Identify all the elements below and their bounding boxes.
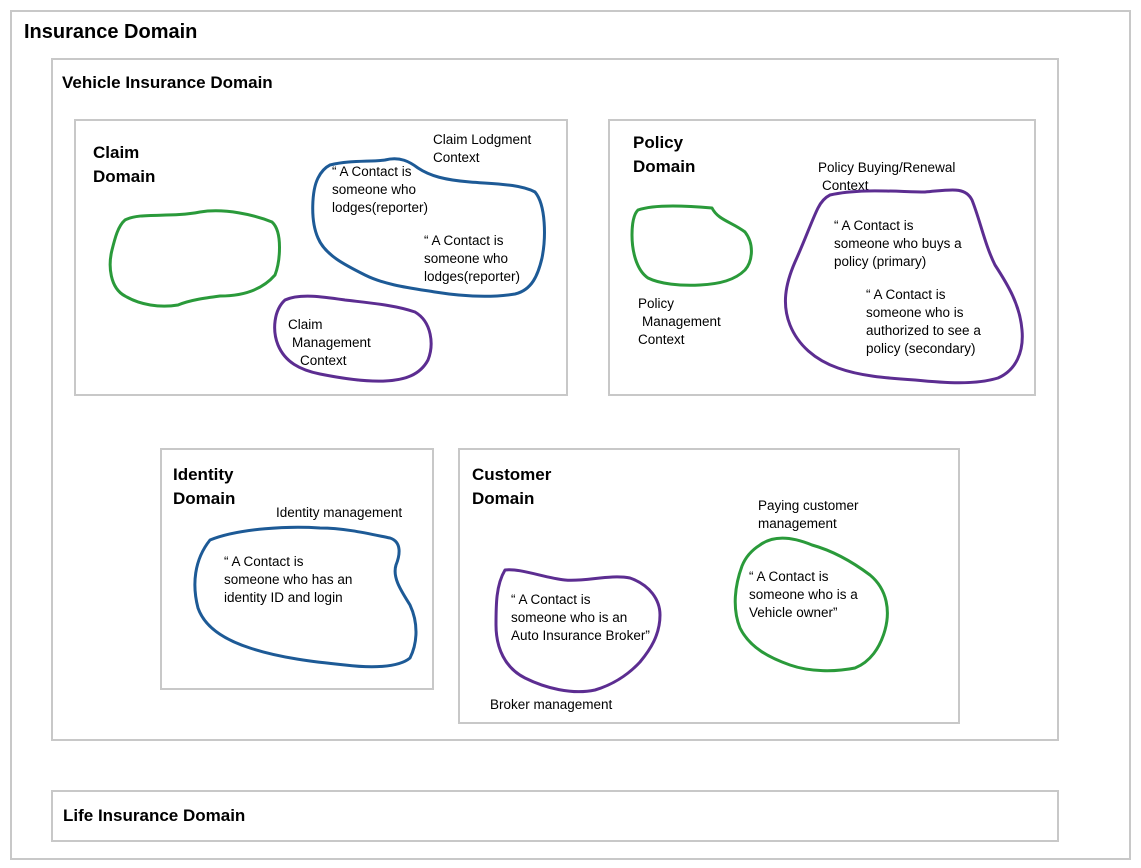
- identity-domain-title-line2: Domain: [173, 489, 236, 508]
- policy-buying-quote-2-line1: “ A Contact is: [866, 287, 946, 302]
- policy-management-context-line1: Policy: [638, 296, 675, 311]
- claim-lodgment-quote-2: “ A Contact is someone who lodges(report…: [424, 232, 520, 286]
- claim-lodgment-quote-1-line1: “ A Contact is: [332, 164, 412, 179]
- customer-domain-title-line1: Customer: [472, 465, 552, 484]
- insurance-domain-box: [10, 10, 1131, 860]
- policy-management-context-line3: Context: [638, 332, 685, 347]
- customer-domain-title: Customer Domain: [472, 463, 551, 511]
- policy-buying-quote-1-line1: “ A Contact is: [834, 218, 914, 233]
- policy-buying-quote-1-line3: policy (primary): [834, 254, 927, 269]
- broker-quote: “ A Contact is someone who is an Auto In…: [511, 591, 650, 645]
- claim-domain-title-line2: Domain: [93, 167, 156, 186]
- policy-buying-context-label: Policy Buying/Renewal Context: [818, 159, 955, 195]
- policy-domain-title-line2: Domain: [633, 157, 696, 176]
- policy-management-context-label: Policy Management Context: [638, 295, 721, 349]
- paying-customer-quote: “ A Contact is someone who is a Vehicle …: [749, 568, 858, 622]
- claim-lodgment-context-line1: Claim Lodgment: [433, 132, 532, 147]
- identity-quote: “ A Contact is someone who has an identi…: [224, 553, 352, 607]
- policy-buying-quote-1: “ A Contact is someone who buys a policy…: [834, 217, 962, 271]
- identity-management-context-label: Identity management: [276, 505, 403, 520]
- policy-buying-quote-2-line3: authorized to see a: [866, 323, 981, 338]
- insurance-domain-title: Insurance Domain: [24, 21, 198, 43]
- claim-management-context-line3: Context: [300, 353, 347, 368]
- claim-lodgment-quote-1-line2: someone who: [332, 182, 417, 197]
- claim-lodgment-quote-1: “ A Contact is someone who lodges(report…: [332, 163, 428, 217]
- paying-customer-quote-line1: “ A Contact is: [749, 569, 829, 584]
- claim-management-context-line2: Management: [292, 335, 371, 350]
- identity-domain-title-line1: Identity: [173, 465, 234, 484]
- claim-lodgment-context-line2: Context: [433, 150, 480, 165]
- policy-domain-title-line1: Policy: [633, 133, 684, 152]
- identity-quote-line3: identity ID and login: [224, 590, 343, 605]
- policy-buying-quote-1-line2: someone who buys a: [834, 236, 962, 251]
- broker-quote-line1: “ A Contact is: [511, 592, 591, 607]
- life-insurance-domain-title: Life Insurance Domain: [63, 806, 246, 825]
- claim-domain-title: Claim Domain: [93, 141, 155, 189]
- policy-domain-title: Policy Domain: [633, 131, 695, 179]
- claim-lodgment-quote-2-line3: lodges(reporter): [424, 269, 521, 284]
- paying-customer-context-line1: Paying customer: [758, 498, 859, 513]
- claim-management-context-label: Claim Management Context: [288, 316, 371, 370]
- vehicle-insurance-domain-title: Vehicle Insurance Domain: [62, 73, 273, 92]
- policy-buying-quote-2: “ A Contact is someone who is authorized…: [866, 286, 981, 358]
- claim-lodgment-quote-2-line1: “ A Contact is: [424, 233, 504, 248]
- identity-quote-line2: someone who has an: [224, 572, 353, 587]
- claim-lodgment-quote-1-line3: lodges(reporter): [332, 200, 429, 215]
- broker-management-context-label: Broker management: [490, 697, 613, 712]
- broker-quote-line2: someone who is an: [511, 610, 628, 625]
- broker-quote-line3: Auto Insurance Broker”: [511, 628, 650, 643]
- policy-buying-context-line2: Context: [822, 178, 869, 193]
- claim-management-context-line1: Claim: [288, 317, 323, 332]
- paying-customer-quote-line3: Vehicle owner”: [749, 605, 838, 620]
- customer-domain-box: [458, 448, 960, 724]
- policy-buying-quote-2-line4: policy (secondary): [866, 341, 976, 356]
- claim-domain-title-line1: Claim: [93, 143, 140, 162]
- identity-quote-line1: “ A Contact is: [224, 554, 304, 569]
- policy-domain-box: [608, 119, 1036, 396]
- life-insurance-domain-box: [51, 790, 1059, 842]
- identity-domain-box: [160, 448, 434, 690]
- paying-customer-context-label: Paying customer management: [758, 497, 859, 533]
- claim-lodgment-quote-2-line2: someone who: [424, 251, 509, 266]
- identity-domain-title: Identity Domain: [173, 463, 235, 511]
- policy-buying-context-line1: Policy Buying/Renewal: [818, 160, 956, 175]
- paying-customer-quote-line2: someone who is a: [749, 587, 858, 602]
- policy-management-context-line2: Management: [642, 314, 721, 329]
- paying-customer-context-line2: management: [758, 516, 837, 531]
- claim-lodgment-context-label: Claim Lodgment Context: [433, 131, 531, 167]
- policy-buying-quote-2-line2: someone who is: [866, 305, 964, 320]
- claim-domain-box: [74, 119, 568, 396]
- vehicle-insurance-domain-box: [51, 58, 1059, 741]
- customer-domain-title-line2: Domain: [472, 489, 535, 508]
